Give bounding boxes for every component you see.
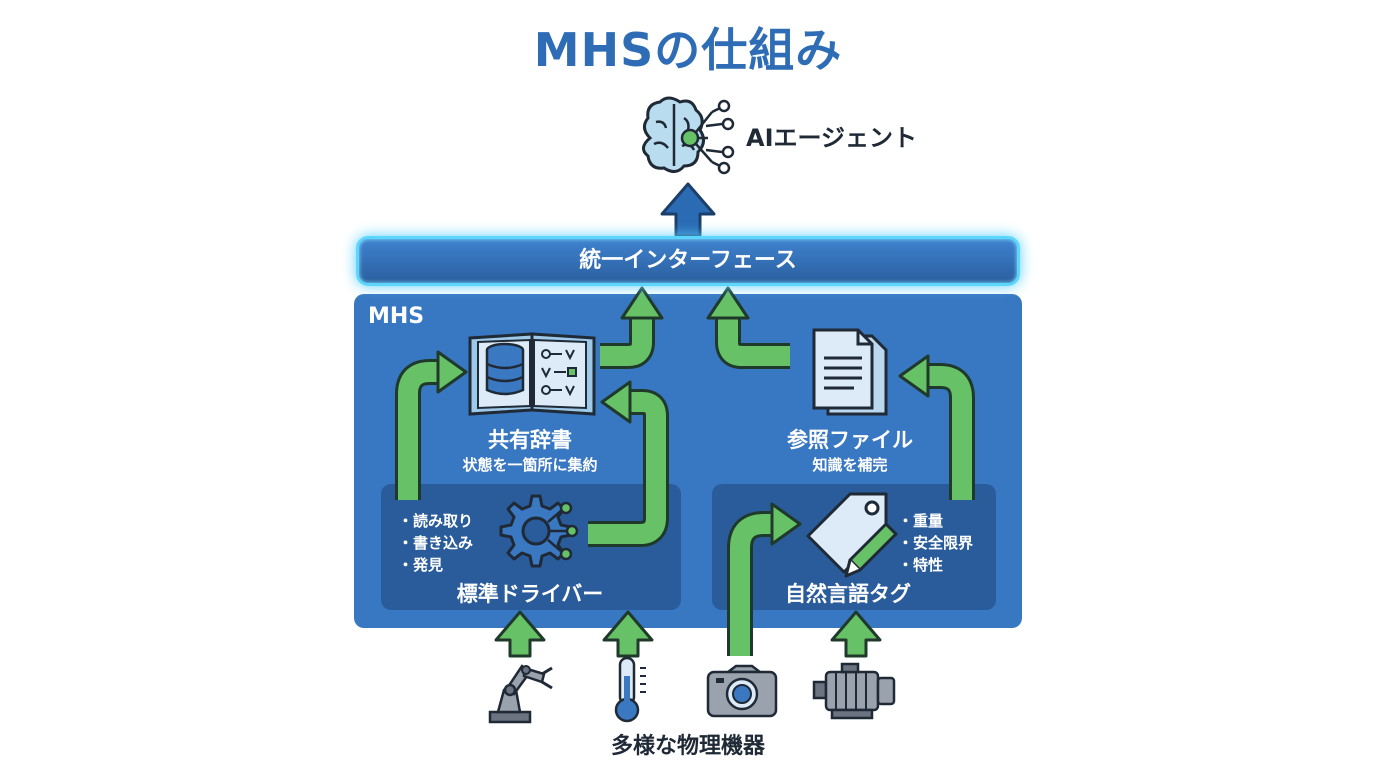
mhs-label: MHS (368, 304, 425, 329)
arrow-thermometer-up (602, 610, 654, 658)
natural-language-tag-bullets: 重量 安全限界 特性 (898, 510, 973, 576)
standard-driver-title: 標準ドライバー (456, 582, 604, 606)
reference-files-title: 参照ファイル (787, 428, 913, 452)
brain-network-icon (642, 96, 735, 175)
shared-dictionary-title: 共有辞書 (488, 428, 572, 452)
bullet-item: 発見 (398, 554, 473, 576)
bullet-item: 読み取り (398, 510, 473, 532)
arrow-reference-to-interface (706, 286, 790, 369)
arrow-camera-to-tag (727, 502, 802, 656)
bullet-item: 書き込み (398, 532, 473, 554)
robot-arm-icon (488, 664, 553, 724)
arrow-driver-to-dictionary-right (588, 380, 669, 547)
unified-interface-label: 統一インターフェース (579, 248, 797, 273)
motor-icon (812, 662, 896, 720)
arrow-driver-to-dictionary-left (395, 350, 468, 500)
document-icon (812, 328, 888, 416)
arrow-robot-up (494, 610, 546, 658)
tag-pencil-icon (806, 492, 898, 578)
standard-driver-bullets: 読み取り 書き込み 発見 (398, 510, 473, 576)
arrow-to-agent (660, 182, 716, 238)
gear-network-icon (499, 494, 579, 568)
bullet-item: 安全限界 (898, 532, 973, 554)
ai-agent-label: AIエージェント (746, 124, 918, 152)
shared-dictionary-subtitle: 状態を一箇所に集約 (462, 456, 598, 474)
bullet-item: 重量 (898, 510, 973, 532)
physical-devices-label: 多様な物理機器 (610, 734, 765, 759)
arrow-dictionary-to-interface (600, 286, 664, 369)
arrow-motor-up (830, 610, 882, 658)
page-title: MHSの仕組み (533, 23, 843, 77)
camera-icon (706, 664, 778, 718)
unified-interface-bar: 統一インターフェース (356, 236, 1020, 286)
thermometer-icon (614, 656, 646, 723)
database-book-icon (468, 332, 596, 416)
reference-files-subtitle: 知識を補完 (812, 456, 888, 474)
arrow-tag-to-reference (898, 354, 975, 500)
bullet-item: 特性 (898, 554, 973, 576)
natural-language-tag-title: 自然言語タグ (785, 582, 911, 606)
